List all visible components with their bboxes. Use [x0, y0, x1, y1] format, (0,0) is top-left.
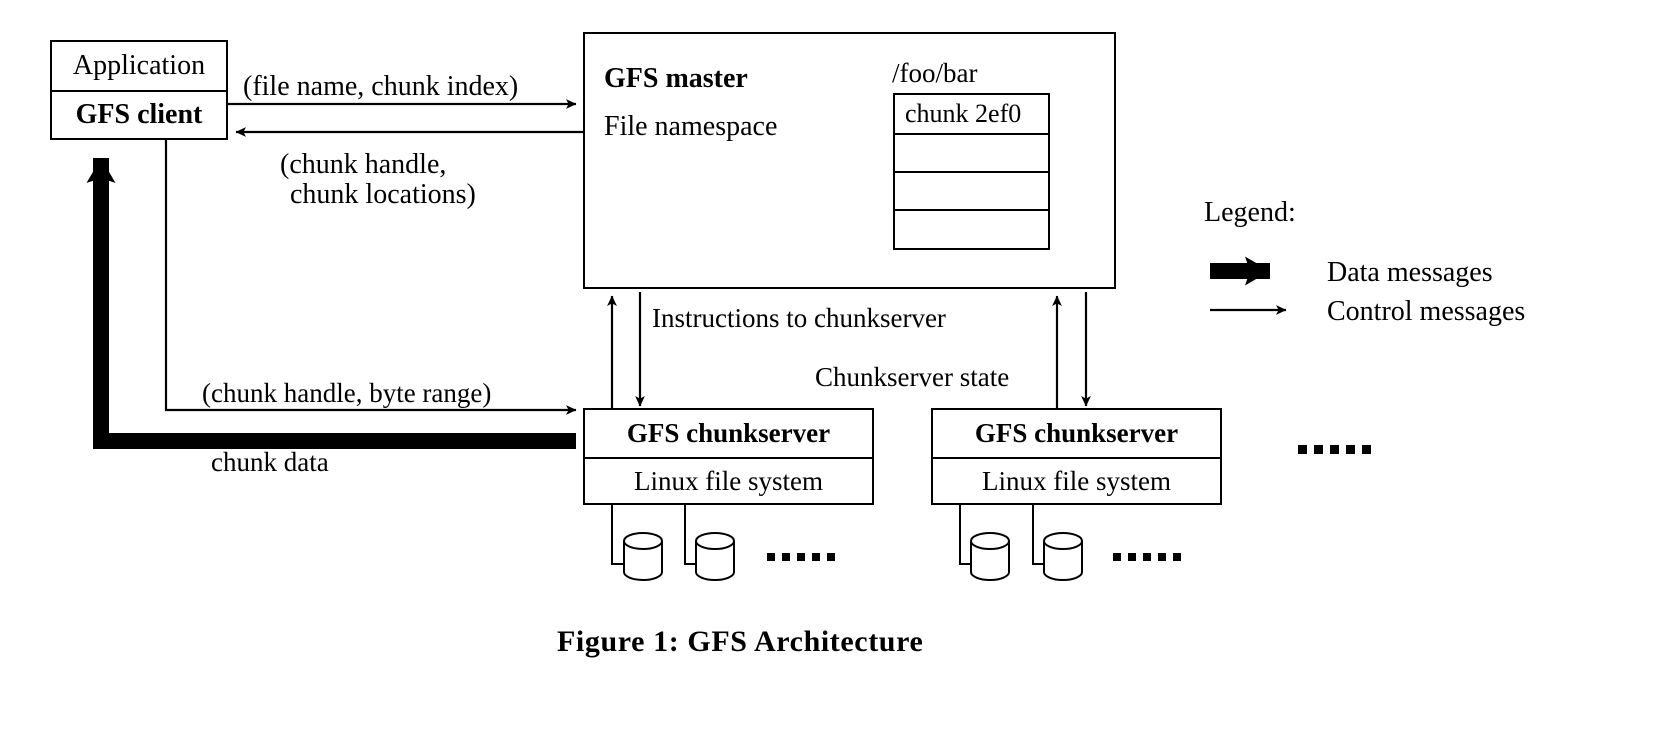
chunkserver1-more-disks-ellipsis — [767, 553, 835, 561]
chunkserver1-disk-2-icon — [695, 532, 735, 581]
chunkserver-filesystem-label: Linux file system — [585, 457, 872, 503]
chunkserver2-more-disks-ellipsis — [1113, 553, 1181, 561]
chunkserver2-disk-2-icon — [1043, 532, 1083, 581]
edge-chunkserver-to-client-data — [86, 158, 576, 449]
legend-item-control-messages-label: Control messages — [1327, 296, 1526, 327]
chunkserver-title: GFS chunkserver — [974, 418, 1179, 448]
legend-item-data-messages-label: Data messages — [1327, 257, 1493, 288]
chunkserver1-disk-1-icon — [623, 532, 663, 581]
chunkserver-filesystem-label: Linux file system — [933, 457, 1220, 503]
edge-label-instructions-to-chunkserver: Instructions to chunkserver — [652, 303, 946, 333]
legend-title: Legend: — [1204, 197, 1296, 228]
edge-label-file-name-chunk-index: (file name, chunk index) — [243, 71, 519, 102]
chunk-table-row — [895, 171, 1048, 209]
chunkserver-title: GFS chunkserver — [626, 418, 831, 448]
chunkserver2-disk-connectors — [959, 505, 1047, 565]
edge-label-chunk-handle-byte-range: (chunk handle, byte range) — [202, 378, 492, 408]
gfs-master-title: GFS master — [604, 63, 748, 94]
edge-label-chunk-handle-line1: (chunk handle, — [280, 149, 447, 180]
figure-caption: Figure 1: GFS Architecture — [557, 625, 924, 658]
chunk-table-row — [895, 133, 1048, 171]
gfs-client-label: GFS client — [52, 90, 226, 138]
edge-label-chunk-data: chunk data — [211, 447, 329, 477]
gfs-chunkserver-1-box: GFS chunkserver Linux file system — [583, 408, 874, 505]
chunk-table: chunk 2ef0 — [893, 93, 1050, 250]
edge-label-chunk-handle-line2: chunk locations) — [290, 179, 476, 210]
edge-client-to-chunkserver-request — [164, 140, 577, 415]
application-label: Application — [72, 50, 206, 81]
more-chunkservers-ellipsis — [1298, 445, 1371, 454]
gfs-chunkserver-2-box: GFS chunkserver Linux file system — [931, 408, 1222, 505]
chunkserver1-disk-connectors — [611, 505, 699, 565]
edge-label-chunkserver-state: Chunkserver state — [815, 362, 1010, 392]
chunk-table-row: chunk 2ef0 — [905, 99, 1022, 128]
chunk-table-row — [895, 209, 1048, 248]
file-path-label: /foo/bar — [892, 58, 978, 88]
client-stack-box: Application GFS client — [50, 40, 228, 140]
file-namespace-label: File namespace — [604, 111, 778, 142]
chunkserver2-disk-1-icon — [970, 532, 1010, 581]
